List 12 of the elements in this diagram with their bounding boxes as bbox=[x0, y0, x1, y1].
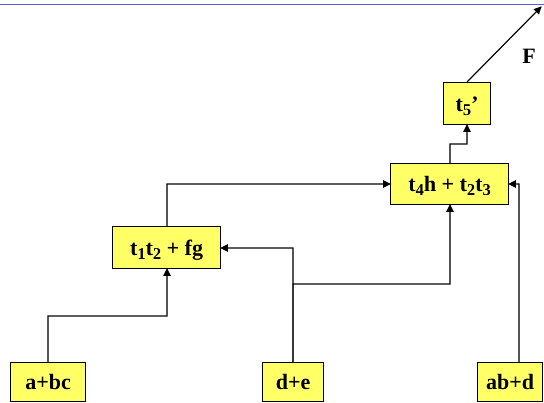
expression-box: t$_{5}$’ bbox=[443, 82, 491, 125]
arrow bbox=[508, 180, 520, 362]
expression-box: t$_{1}$t$_{2}$ + fg bbox=[112, 226, 221, 269]
expression-box: t$_{4}$h + t$_{2}$t$_{3}$ bbox=[390, 163, 509, 205]
arrow bbox=[449, 124, 471, 163]
expression-box: d+e bbox=[262, 362, 324, 402]
arrow bbox=[292, 204, 454, 362]
expression-box: ab+d bbox=[477, 362, 543, 402]
arrow bbox=[466, 6, 542, 82]
arrow bbox=[166, 180, 391, 226]
expression-box: a+bc bbox=[10, 362, 86, 402]
arrow bbox=[47, 268, 171, 362]
